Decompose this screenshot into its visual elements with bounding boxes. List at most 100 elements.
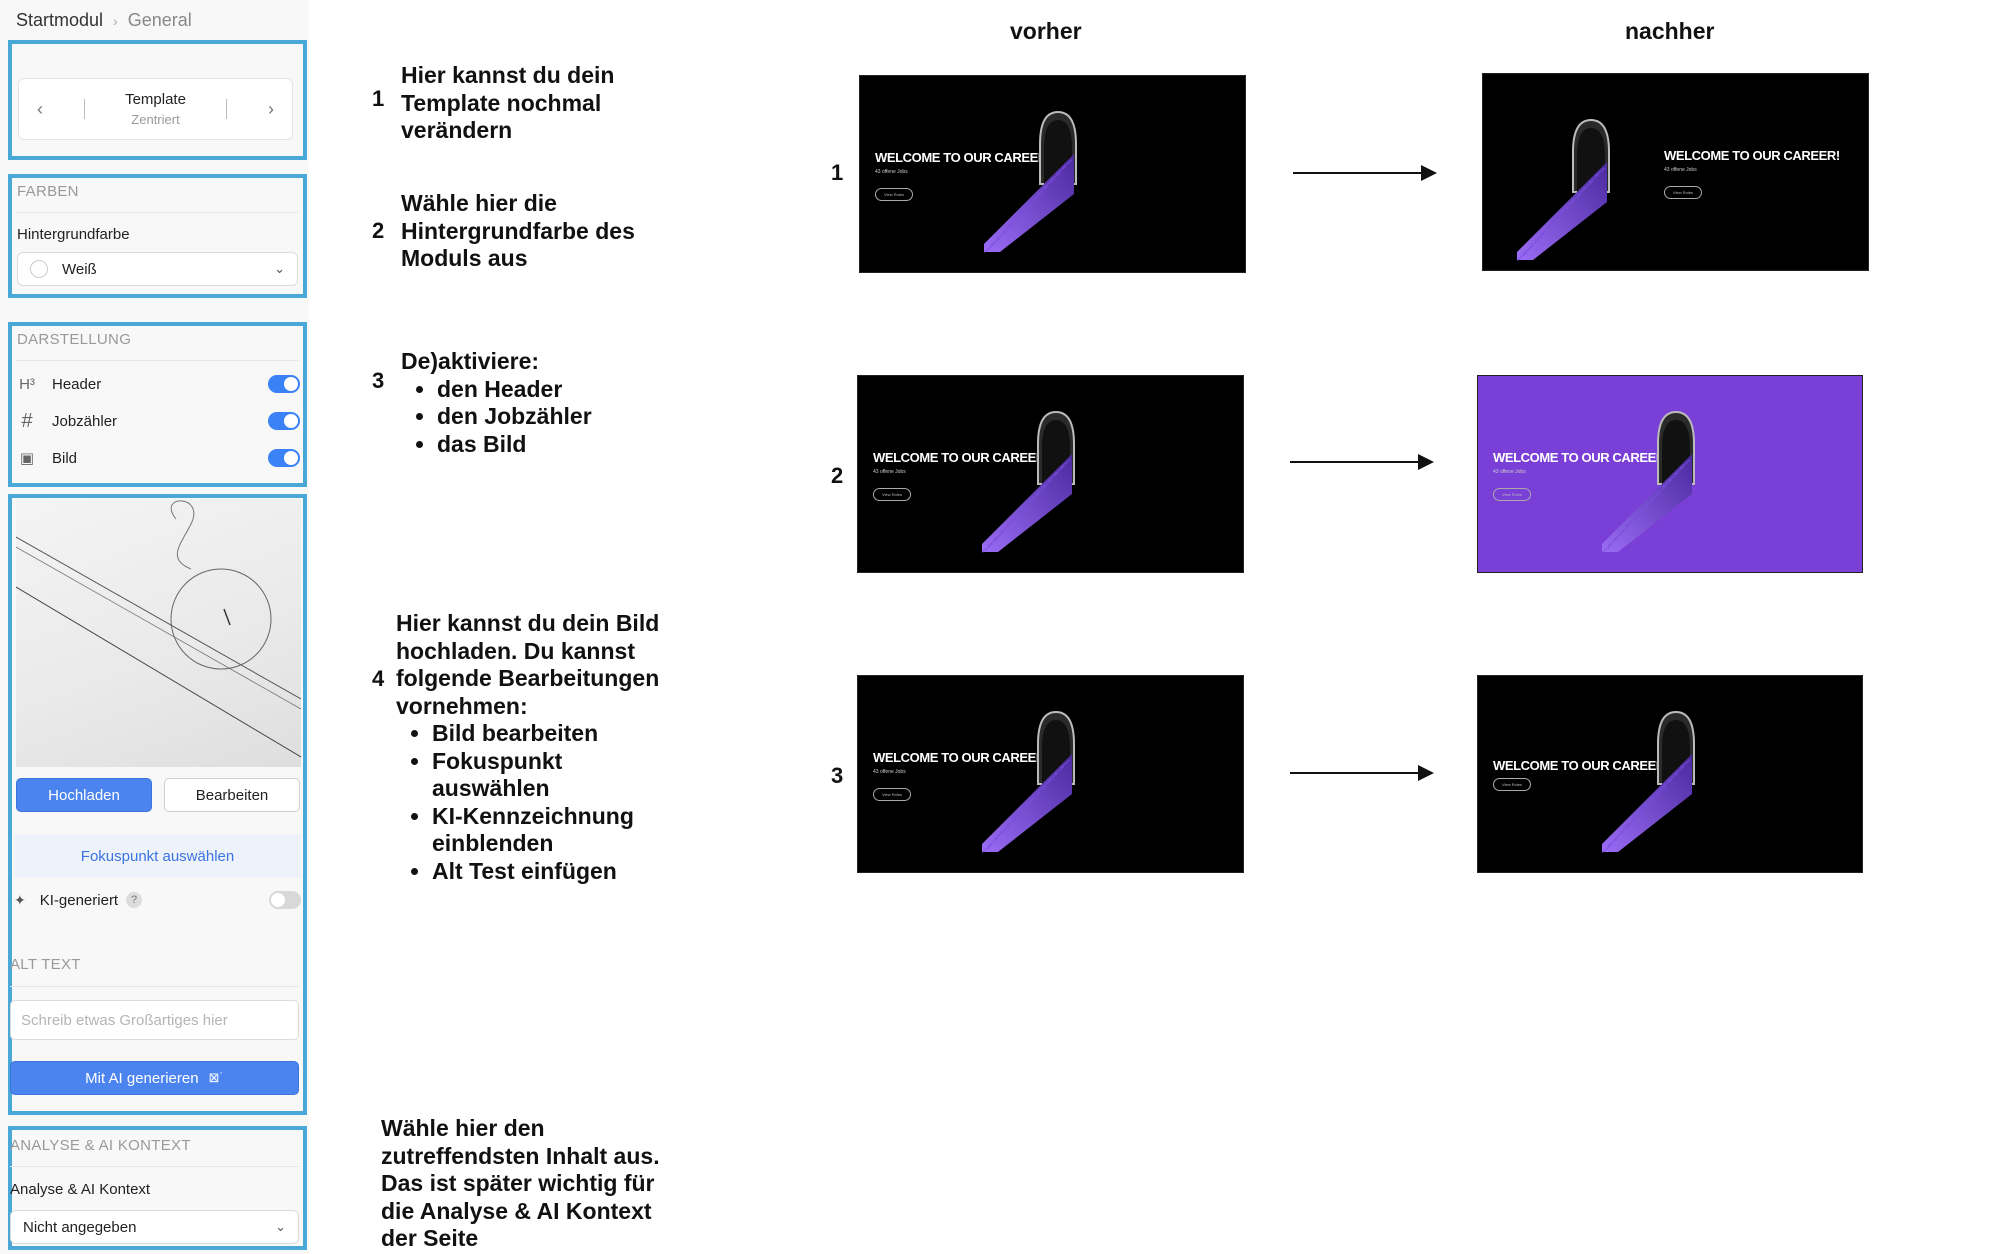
ai-icon: ⊠˙ [208,1070,224,1085]
column-header-after: nachher [1625,18,1715,44]
preview-row2-before: WELCOME TO OUR CAREER! 43 offene Jobs Vi… [857,375,1244,573]
breadcrumb-startmodul[interactable]: Startmodul [16,10,104,30]
section-title-farben: FARBEN [17,183,79,200]
divider [10,1166,299,1167]
preview-row3-after: WELCOME TO OUR CAREER! View Roles [1477,675,1863,873]
staircase-image [978,404,1088,554]
header-toggle[interactable] [268,375,300,393]
toggle-row-header: H³ Header [18,369,300,399]
preview-title: WELCOME TO OUR CAREER! [1664,148,1840,163]
toggle-label-jobzaehler: Jobzähler [52,412,118,430]
step-number-4: 4 [372,666,385,691]
step-4-list: Bild bearbeiten Fokuspunkt auswählen KI-… [396,720,666,885]
upload-button[interactable]: Hochladen [16,778,152,812]
step-text-4: Hier kannst du dein Bild hochladen. Du k… [396,610,666,885]
arrow-right-icon [1421,165,1437,181]
breadcrumb-general: General [127,10,192,30]
analyse-context-select[interactable]: Nicht angegeben ⌄ [10,1210,299,1244]
arrow-right-icon [1418,454,1434,470]
staircase-image [1598,404,1708,554]
section-title-analyse: ANALYSE & AI KONTEXT [10,1137,191,1154]
image-preview[interactable] [16,499,301,767]
divider [10,986,299,987]
edit-button[interactable]: Bearbeiten [164,778,300,812]
staircase-image [980,104,1090,254]
toggle-label-bild: Bild [52,449,78,467]
generate-with-ai-button[interactable]: Mit AI generieren ⊠˙ [10,1061,299,1095]
analyse-context-value: Nicht angegeben [23,1218,137,1236]
section-title-alt-text: ALT TEXT [10,956,81,973]
list-item: KI-Kennzeichnung einblenden [432,803,666,858]
heading-icon: H³ [19,375,35,393]
preview-button: View Roles [875,188,913,201]
template-label[interactable]: Template Zentriert [125,91,186,127]
preview-row3-before: WELCOME TO OUR CAREER! 43 offene Jobs Vi… [857,675,1244,873]
preview-subtitle: 43 offene Jobs [875,169,908,175]
chevron-down-icon: ⌄ [275,1219,286,1234]
help-icon[interactable]: ? [126,892,143,908]
step-text-5: Wähle hier den zutreffendsten Inhalt aus… [381,1115,660,1251]
step-number-2: 2 [372,218,385,243]
preview-row1-after: WELCOME TO OUR CAREER! 43 offene Jobs Vi… [1482,73,1869,271]
breadcrumb: Startmodul › General [16,10,192,31]
chevron-right-icon: › [113,12,118,29]
column-header-before: vorher [1010,18,1082,44]
settings-sidebar: Startmodul › General ‹ Template Zentrier… [0,0,309,1254]
step-text-1: Hier kannst du dein Template nochmal ver… [401,62,615,143]
generate-with-ai-label: Mit AI generieren [85,1069,199,1087]
step-3-list: den Header den Jobzähler das Bild [401,376,661,459]
background-color-select[interactable]: Weiß ⌄ [17,252,298,286]
step-text-2: Wähle hier die Hintergrundfarbe des Modu… [401,190,635,271]
preview-title: WELCOME TO OUR CAREER! [873,450,1049,465]
step-text-3: De)aktiviere: den Header den Jobzähler d… [401,348,661,458]
alt-text-input[interactable] [10,1000,299,1040]
divider [16,212,299,213]
focus-point-button[interactable]: Fokuspunkt auswählen [14,834,301,878]
arrow-line [1290,772,1420,774]
toggle-row-jobzaehler: # Jobzähler [18,406,300,436]
preview-subtitle: 43 offene Jobs [873,469,906,475]
preview-title: WELCOME TO OUR CAREER! [873,750,1049,765]
highlight-template [8,40,307,160]
sparkle-icon: ✦ [14,891,26,908]
staircase-image [1598,704,1708,854]
highlight-analyse [8,1126,307,1250]
preview-subtitle: 43 offene Jobs [1493,469,1526,475]
preview-button: View Roles [873,788,911,801]
divider [83,99,85,119]
staircase-image [978,704,1088,854]
preview-button: View Roles [1493,778,1531,791]
list-item: den Header [437,376,661,404]
color-swatch [30,260,48,278]
row-number-1: 1 [831,160,844,185]
toggle-label-header: Header [52,375,102,393]
ki-generated-toggle[interactable] [269,891,301,909]
list-item: Alt Test einfügen [432,858,666,886]
preview-title: WELCOME TO OUR CAREER! [1493,450,1669,465]
divider [16,360,299,361]
image-icon: ▣ [19,450,35,467]
arrow-line [1293,172,1423,174]
list-item: das Bild [437,431,661,459]
staircase-image [1513,112,1623,262]
chevron-left-icon[interactable]: ‹ [37,98,43,119]
ki-generated-row: ✦ KI-generiert ? [14,885,301,915]
row-number-2: 2 [831,463,844,488]
jobzaehler-toggle[interactable] [268,412,300,430]
preview-subtitle: 43 offene Jobs [1664,167,1697,173]
toggle-row-bild: ▣ Bild [18,443,300,473]
arrow-right-icon [1418,765,1434,781]
template-name: Template [125,91,186,108]
bild-toggle[interactable] [268,449,300,467]
background-color-value: Weiß [62,260,97,278]
preview-button: View Roles [1664,186,1702,199]
chevron-down-icon: ⌄ [274,261,285,276]
chevron-right-icon[interactable]: › [268,98,274,119]
highlight-darstellung [8,322,307,487]
highlight-bild [8,494,307,1115]
section-title-darstellung: DARSTELLUNG [17,331,132,348]
preview-button: View Roles [1493,488,1531,501]
arrow-line [1290,461,1420,463]
list-item: Bild bearbeiten [432,720,666,748]
step-number-3: 3 [372,368,385,393]
